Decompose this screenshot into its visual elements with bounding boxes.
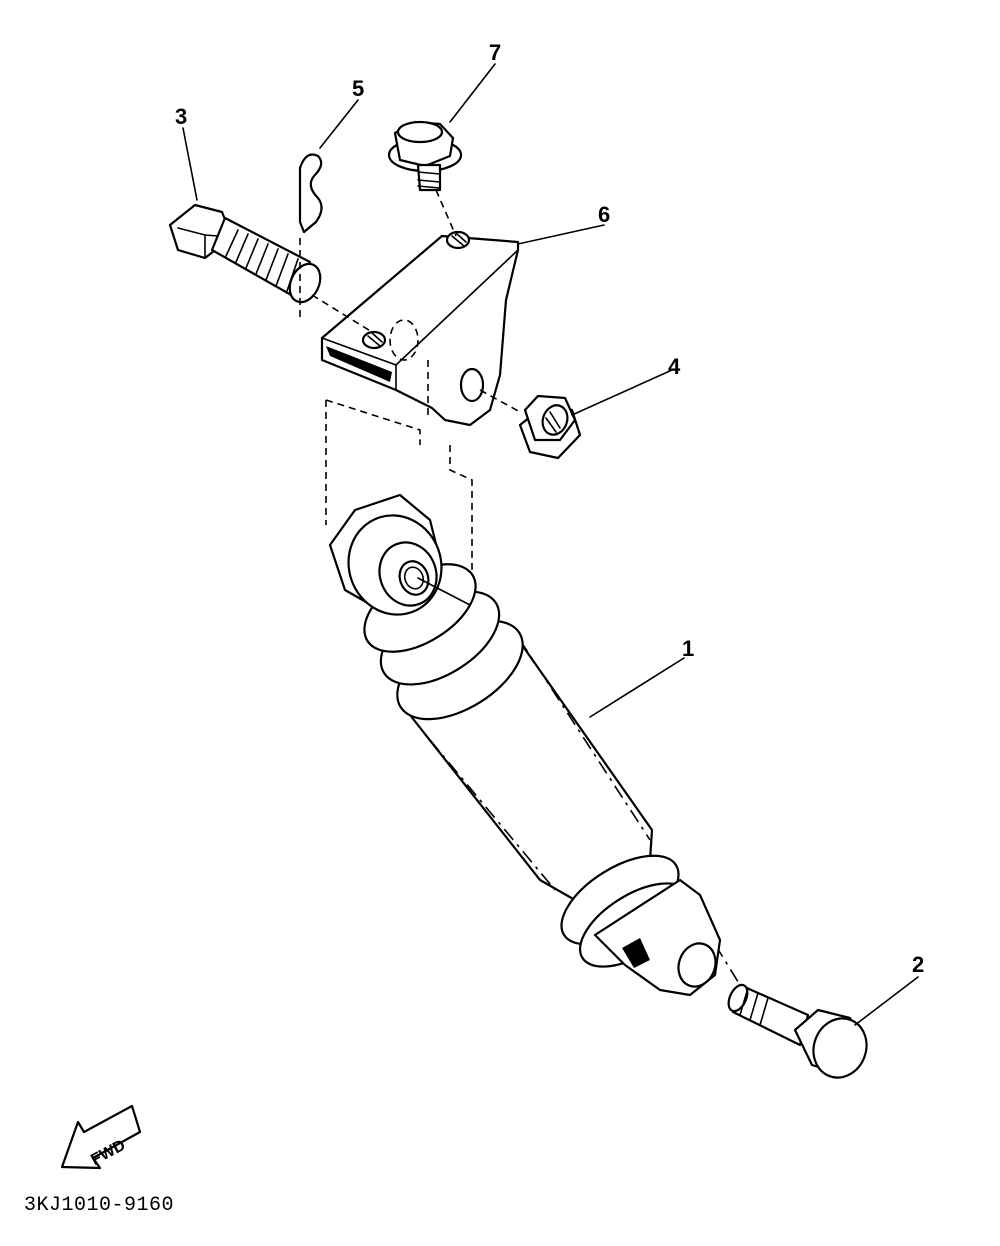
- callout-4: 4: [668, 354, 681, 379]
- callout-2: 2: [912, 952, 924, 977]
- fwd-arrow-icon: FWD: [60, 1104, 142, 1170]
- assembly-guide-lines: [299, 189, 741, 986]
- callout-5: 5: [352, 76, 364, 101]
- callout-6: 6: [598, 202, 610, 227]
- diagram-code: 3KJ1010-9160: [24, 1194, 175, 1217]
- callout-7: 7: [489, 40, 501, 65]
- part-1-shock-absorber[interactable]: [328, 493, 722, 997]
- part-2-lower-bolt[interactable]: [725, 982, 875, 1085]
- leader-lines: [182, 63, 919, 1026]
- callout-1: 1: [682, 636, 694, 661]
- part-6-bracket[interactable]: [320, 230, 520, 427]
- part-4-flange-nut[interactable]: [518, 394, 582, 460]
- callout-3: 3: [175, 104, 187, 129]
- part-3-bolt[interactable]: [168, 203, 326, 307]
- part-7-flange-bolt[interactable]: [387, 120, 463, 192]
- part-5-cotter-pin[interactable]: [298, 153, 323, 234]
